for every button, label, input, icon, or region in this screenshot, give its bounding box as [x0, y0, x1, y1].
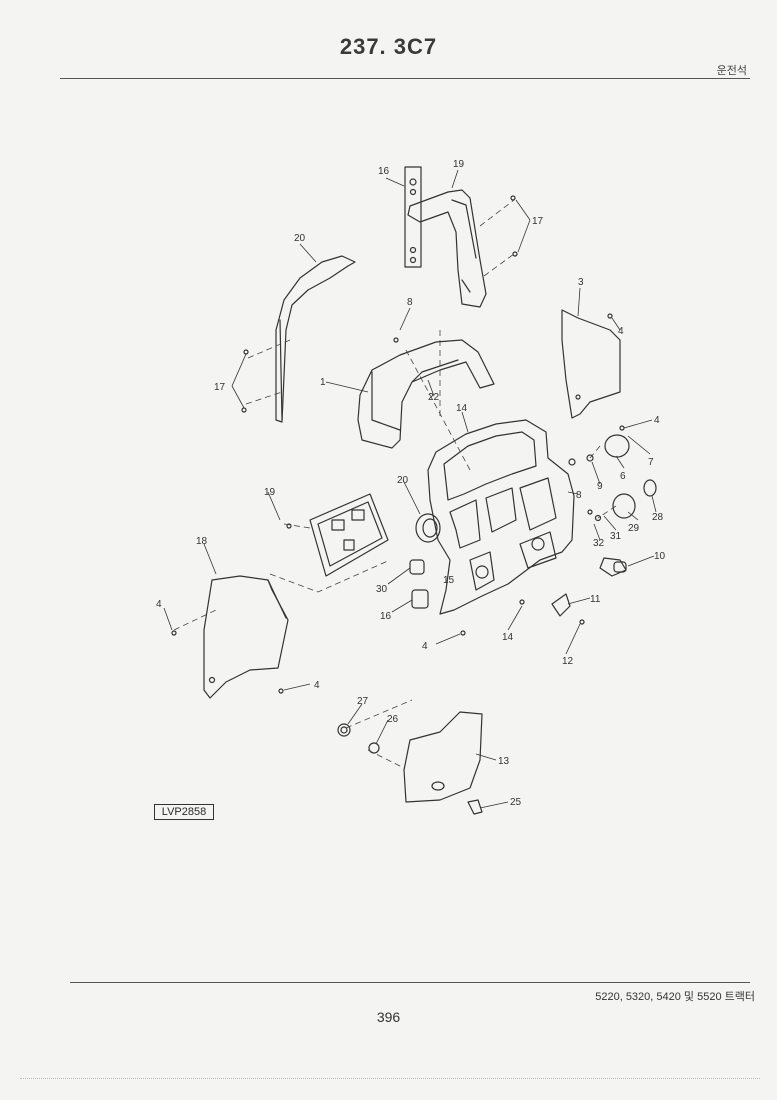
page-title: 237. 3C7	[339, 34, 438, 59]
header-divider	[60, 78, 750, 79]
callout: 17	[214, 382, 226, 393]
part-23-pillar-trim	[407, 189, 487, 308]
callout: 26	[387, 714, 399, 725]
page-number: 396	[376, 1009, 401, 1025]
callout: 18	[196, 536, 208, 547]
callout: 16	[378, 166, 390, 177]
fasteners	[171, 195, 625, 815]
section-label: 운전석	[716, 65, 747, 77]
footer-divider	[70, 982, 750, 983]
part-3-side-panel	[561, 309, 621, 419]
part-21-fastener-strip	[404, 166, 422, 268]
callout: 10	[654, 551, 666, 562]
scan-artifact-line	[20, 1078, 760, 1080]
part-12-lower-cover	[403, 711, 483, 803]
part-20-gauge	[415, 513, 441, 543]
callout: 22	[428, 392, 440, 403]
callout: 19	[264, 487, 276, 498]
part-28-cap	[643, 479, 657, 497]
part-19-instrument-board	[309, 493, 389, 577]
dashed-assembly-lines	[173, 199, 617, 769]
part-9-switch	[599, 557, 627, 577]
callout: 4	[654, 415, 660, 426]
callout: 25	[510, 797, 522, 808]
part-16-dash-console	[427, 419, 575, 615]
callout: 4	[314, 680, 320, 691]
callout: 7	[648, 457, 654, 468]
callout: 12	[562, 656, 574, 667]
callout: 29	[628, 523, 640, 534]
callout: 30	[376, 584, 388, 595]
callout: 20	[294, 233, 306, 244]
part-18-lower-panel	[203, 575, 289, 699]
drawing-reference-code: LVP2858	[154, 804, 214, 820]
callout: 9	[597, 481, 603, 492]
callout: 15	[443, 575, 455, 586]
part-5-knob	[604, 434, 630, 458]
part-15-connector	[411, 589, 429, 609]
callout: 32	[593, 538, 605, 549]
part-30-connector	[409, 559, 425, 575]
leader-lines	[163, 169, 657, 809]
part-22-pillar-trim	[275, 255, 356, 423]
part-1-upper-shroud	[357, 339, 495, 449]
callout: 31	[610, 531, 622, 542]
callout: 11	[590, 594, 601, 605]
callout: 17	[532, 216, 544, 227]
callout: 4	[156, 599, 162, 610]
callout: 14	[456, 403, 468, 414]
callout: 20	[397, 475, 409, 486]
part-29-knob	[612, 493, 636, 519]
callout-labels: 16 19 17 20 8 3 4 17 1 22 14 4 6 7 9 8 2…	[156, 159, 666, 808]
part-10-bracket	[551, 593, 571, 617]
callout: 14	[502, 632, 514, 643]
callout: 28	[652, 512, 664, 523]
callout: 3	[578, 277, 584, 288]
callout: 8	[576, 490, 582, 501]
callout: 8	[407, 297, 413, 308]
callout: 13	[498, 756, 510, 767]
footer-model-list: 5220, 5320, 5420 및 5520 트랙터	[595, 991, 755, 1003]
callout: 1	[320, 377, 326, 388]
callout: 4	[422, 641, 428, 652]
callout: 16	[380, 611, 392, 622]
callout: 4	[618, 326, 624, 337]
callout: 19	[453, 159, 465, 170]
callout: 27	[357, 696, 369, 707]
callout: 6	[620, 471, 626, 482]
